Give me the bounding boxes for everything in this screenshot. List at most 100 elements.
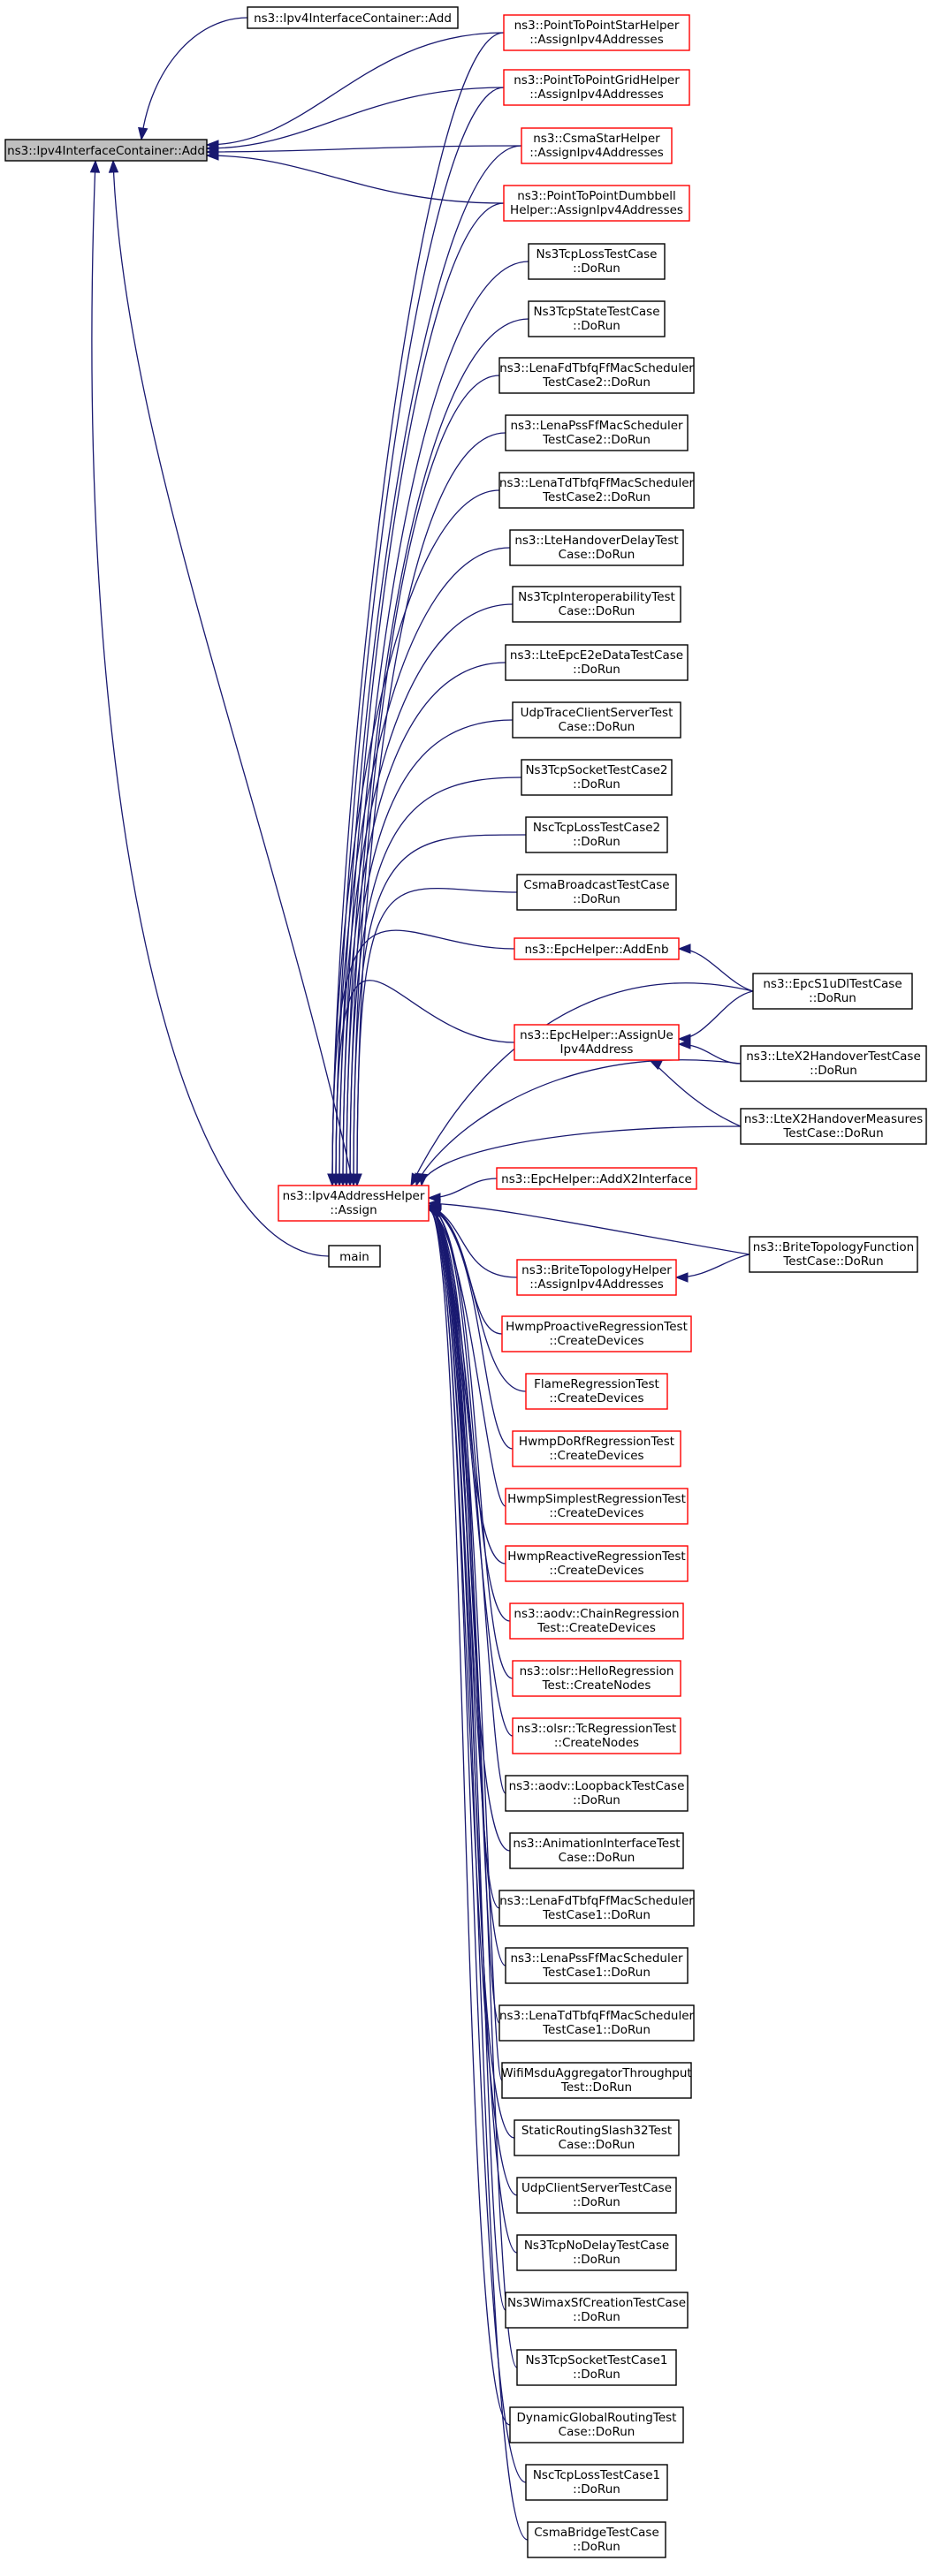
node-label-line: TestCase1::DoRun	[542, 1908, 651, 1922]
node-tcp-nodelay[interactable]: Ns3TcpNoDelayTestCase::DoRun	[516, 2234, 677, 2271]
node-csma-star[interactable]: ns3::CsmaStarHelper::AssignIpv4Addresses	[521, 127, 673, 164]
node-label-line: ns3::PointToPointStarHelper	[514, 19, 680, 33]
node-label-line: Ipv4Address	[560, 1042, 634, 1057]
node-box	[498, 2004, 695, 2042]
node-label-line: ::DoRun	[573, 892, 620, 906]
node-lena-td1[interactable]: ns3::LenaTdTbfqFfMacSchedulerTestCase1::…	[498, 2004, 695, 2042]
node-label-line: HwmpReactiveRegressionTest	[507, 1549, 685, 1564]
node-box	[528, 243, 666, 280]
node-box	[740, 1108, 927, 1145]
node-csma-bridge[interactable]: CsmaBridgeTestCase::DoRun	[527, 2521, 666, 2558]
node-label-line: ::DoRun	[573, 2540, 620, 2554]
node-tcp-loss[interactable]: Ns3TcpLossTestCase::DoRun	[528, 243, 666, 280]
node-lte-x2-ho[interactable]: ns3::LteX2HandoverTestCase::DoRun	[740, 1045, 927, 1082]
node-label-line: FlameRegressionTest	[534, 1377, 659, 1391]
node-label-line: ns3::LenaPssFfMacScheduler	[510, 1951, 683, 1966]
edge-p2p_star-to-assign	[331, 32, 505, 1186]
edge-epc_assign_ue-to-assign	[335, 980, 515, 1186]
edge-arrowhead	[205, 150, 219, 161]
node-lena-td2[interactable]: ns3::LenaTdTbfqFfMacSchedulerTestCase2::…	[498, 472, 695, 509]
node-box	[512, 701, 681, 739]
node-box	[512, 1430, 681, 1467]
node-label-line: ns3::EpcHelper::AddEnb	[524, 943, 668, 957]
node-nsc-loss1[interactable]: NscTcpLossTestCase1::DoRun	[525, 2464, 668, 2501]
node-label-line: UdpClientServerTestCase	[521, 2181, 672, 2195]
node-p2p-dumbbell[interactable]: ns3::PointToPointDumbbellHelper::AssignI…	[503, 185, 690, 222]
node-tcp-socket2[interactable]: Ns3TcpSocketTestCase2::DoRun	[521, 759, 673, 796]
node-label-line: Case::DoRun	[559, 604, 635, 618]
edge-p2p_dumbbell-to-assign	[342, 202, 505, 1186]
node-label-line: NscTcpLossTestCase2	[533, 821, 660, 835]
node-label-line: ::DoRun	[573, 2253, 620, 2267]
node-hwmp-dorf[interactable]: HwmpDoRfRegressionTest::CreateDevices	[512, 1430, 681, 1467]
node-hwmp-simplest[interactable]: HwmpSimplestRegressionTest::CreateDevice…	[505, 1488, 689, 1525]
node-brite-helper[interactable]: ns3::BriteTopologyHelper::AssignIpv4Addr…	[516, 1259, 677, 1296]
node-olsr-tc[interactable]: ns3::olsr::TcRegressionTest::CreateNodes	[512, 1717, 681, 1754]
node-box	[501, 2062, 692, 2099]
node-label-line: ns3::PointToPointDumbbell	[517, 189, 676, 203]
edge-arrowhead	[427, 1208, 442, 1217]
edge-arrowhead	[89, 159, 101, 173]
node-label-line: ::DoRun	[573, 319, 620, 333]
node-label-line: Case::DoRun	[559, 548, 635, 562]
node-main[interactable]: main	[328, 1245, 381, 1268]
node-epc-s1u[interactable]: ns3::EpcS1uDlTestCase::DoRun	[752, 973, 913, 1010]
node-tcp-state[interactable]: Ns3TcpStateTestCase::DoRun	[528, 300, 666, 337]
node-epc-add-enb[interactable]: ns3::EpcHelper::AddEnb	[514, 937, 680, 960]
node-label-line: ns3::EpcHelper::AddX2Interface	[501, 1172, 692, 1186]
node-lena-pss2[interactable]: ns3::LenaPssFfMacSchedulerTestCase2::DoR…	[505, 414, 689, 451]
edge-wimax_sf-to-assign	[428, 1204, 506, 2311]
node-lena-fd2[interactable]: ns3::LenaFdTbfqFfMacSchedulerTestCase2::…	[498, 357, 695, 394]
node-label-line: ::DoRun	[809, 991, 856, 1005]
node-hwmp-reactive[interactable]: HwmpReactiveRegressionTest::CreateDevice…	[505, 1545, 689, 1582]
node-box	[509, 1602, 684, 1640]
call-graph-edges	[89, 17, 754, 2541]
node-nsc-loss2[interactable]: NscTcpLossTestCase2::DoRun	[525, 816, 668, 853]
node-box	[505, 644, 689, 681]
node-csma-bcast[interactable]: CsmaBroadcastTestCase::DoRun	[516, 874, 677, 911]
edge-brite-func-to-assign	[428, 1202, 750, 1255]
node-label-line: TestCase1::DoRun	[542, 1966, 651, 1980]
edge-epc_add_enb-to-assign	[331, 929, 515, 1186]
node-brite-func[interactable]: ns3::BriteTopologyFunctionTestCase::DoRu…	[749, 1236, 918, 1273]
node-p2p-grid[interactable]: ns3::PointToPointGridHelper::AssignIpv4A…	[503, 69, 690, 106]
node-olsr-hello[interactable]: ns3::olsr::HelloRegressionTest::CreateNo…	[512, 1660, 681, 1697]
edge-csma_star-to-assign	[339, 145, 522, 1186]
node-container-add[interactable]: ns3::Ipv4InterfaceContainer::Add	[247, 6, 459, 29]
node-hwmp-proactive[interactable]: HwmpProactiveRegressionTest::CreateDevic…	[501, 1315, 692, 1352]
node-label-line: Test::DoRun	[560, 2080, 632, 2095]
node-root[interactable]: ns3::Ipv4InterfaceContainer::Add	[4, 139, 208, 162]
edge-p2p_dumbbell-to-root	[206, 155, 505, 204]
node-ipv4-assign[interactable]: ns3::Ipv4AddressHelper::Assign	[278, 1185, 430, 1222]
node-label-line: TestCase2::DoRun	[542, 490, 651, 504]
node-tcp-socket1[interactable]: Ns3TcpSocketTestCase1::DoRun	[516, 2349, 677, 2386]
node-epc-add-x2[interactable]: ns3::EpcHelper::AddX2Interface	[496, 1167, 697, 1190]
node-p2p-star[interactable]: ns3::PointToPointStarHelper::AssignIpv4A…	[503, 14, 690, 51]
node-lena-fd1[interactable]: ns3::LenaFdTbfqFfMacSchedulerTestCase1::…	[498, 1890, 695, 1927]
node-flame[interactable]: FlameRegressionTest::CreateDevices	[525, 1373, 668, 1410]
node-label-line: ns3::CsmaStarHelper	[533, 132, 660, 146]
node-aodv-loopback[interactable]: ns3::aodv::LoopbackTestCase::DoRun	[505, 1775, 689, 1812]
node-lte-epc-e2e[interactable]: ns3::LteEpcE2eDataTestCase::DoRun	[505, 644, 689, 681]
node-box	[278, 1185, 430, 1222]
node-box	[514, 1024, 680, 1061]
node-label-line: ns3::LenaTdTbfqFfMacScheduler	[499, 476, 695, 490]
node-lena-pss1[interactable]: ns3::LenaPssFfMacSchedulerTestCase1::DoR…	[505, 1947, 689, 1984]
node-aodv-chain[interactable]: ns3::aodv::ChainRegressionTest::CreateDe…	[509, 1602, 684, 1640]
node-box	[509, 1832, 684, 1869]
node-label-line: CsmaBridgeTestCase	[534, 2526, 659, 2540]
node-lte-x2-ho-meas[interactable]: ns3::LteX2HandoverMeasuresTestCase::DoRu…	[740, 1108, 927, 1145]
node-box	[512, 1660, 681, 1697]
node-wimax-sf[interactable]: Ns3WimaxSfCreationTestCase::DoRun	[505, 2292, 689, 2329]
node-udp-cs[interactable]: UdpClientServerTestCase::DoRun	[516, 2177, 677, 2214]
node-box	[503, 185, 690, 222]
node-label-line: Helper::AssignIpv4Addresses	[510, 203, 683, 217]
